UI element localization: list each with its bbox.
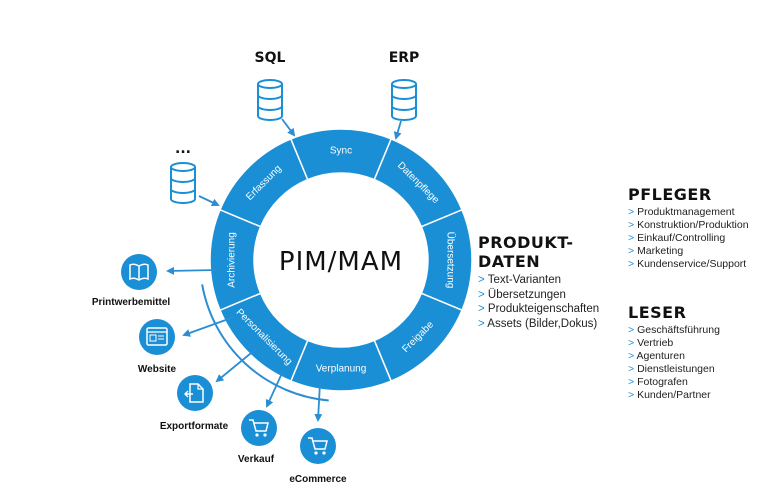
- browser-icon: [139, 319, 175, 355]
- output-label-printwerbemittel: Printwerbemittel: [92, 297, 171, 308]
- more-database-icon: [170, 162, 196, 204]
- process-ring: ErfassungSyncDatenpflegeÜbersetzungFreig…: [209, 128, 473, 392]
- erp-arrow: [393, 120, 402, 140]
- sql-arrow: [281, 118, 296, 137]
- pfleger-panel: PFLEGER > Produktmanagement > Konstrukti…: [628, 185, 749, 271]
- list-item: > Übersetzungen: [478, 288, 566, 301]
- ring-segment-label: Sync: [330, 146, 352, 157]
- list-item: > Geschäftsführung: [628, 324, 720, 336]
- ring-segment-label: Archivierung: [227, 232, 238, 288]
- printwerbemittel-node: Printwerbemittel: [92, 254, 171, 308]
- arrow-exportformate: [215, 348, 257, 383]
- list-item: > Vertrieb: [628, 337, 674, 349]
- output-label-verkauf: Verkauf: [238, 454, 275, 465]
- erp-database-icon: [391, 79, 417, 121]
- cart-icon: [241, 410, 277, 446]
- output-bracket-arc: [201, 284, 329, 402]
- exportformate-node: Exportformate: [160, 375, 229, 432]
- leser-title: LESER: [628, 303, 687, 322]
- cart-icon: [300, 428, 336, 464]
- arrow-verkauf: [265, 370, 284, 408]
- output-label-website: Website: [138, 364, 177, 375]
- ring-segment-label: Verplanung: [316, 364, 367, 375]
- source-label-erp: ERP: [389, 50, 420, 66]
- list-item: > Text-Varianten: [478, 274, 561, 286]
- verkauf-node: Verkauf: [238, 410, 277, 465]
- ring-segment-label: Übersetzung: [444, 232, 456, 289]
- list-item: > Produkteigenschaften: [478, 303, 600, 315]
- arrow-website: [182, 316, 235, 337]
- export-file-icon: [177, 375, 213, 411]
- arrow-ecommerce: [314, 382, 323, 422]
- pfleger-list: > Produktmanagement > Konstruktion/Produ…: [628, 206, 749, 271]
- list-item: > Fotografen: [628, 376, 688, 388]
- arrow-printwerbemittel: [166, 266, 217, 275]
- more-arrow: [198, 195, 220, 207]
- website-node: Website: [138, 319, 177, 375]
- ecommerce-node: eCommerce: [289, 428, 347, 485]
- list-item: > Agenturen: [628, 350, 685, 362]
- list-item: > Produktmanagement: [628, 206, 735, 218]
- produktdaten-list: > Text-Varianten > Übersetzungen > Produ…: [478, 273, 599, 331]
- output-label-exportformate: Exportformate: [160, 421, 229, 432]
- list-item: > Einkauf/Controlling: [628, 232, 726, 244]
- output-label-ecommerce: eCommerce: [289, 474, 347, 485]
- list-item: > Marketing: [628, 245, 684, 257]
- center-title: PIM/MAM: [279, 247, 403, 277]
- list-item: > Dienstleistungen: [628, 363, 715, 375]
- ring-segment-archivierung: [209, 208, 262, 312]
- pfleger-title: PFLEGER: [628, 185, 712, 204]
- leser-list: > Geschäftsführung > Vertrieb > Agenture…: [628, 324, 720, 402]
- produktdaten-title-line1: PRODUKT-: [478, 233, 574, 252]
- list-item: > Assets (Bilder,Dokus): [478, 317, 598, 330]
- list-item: > Kundenservice/Support: [628, 258, 747, 270]
- source-label-sql: SQL: [255, 50, 286, 66]
- leser-panel: LESER > Geschäftsführung > Vertrieb > Ag…: [628, 303, 720, 402]
- list-item: > Kunden/Partner: [628, 389, 711, 401]
- produktdaten-title-line2: DATEN: [478, 252, 541, 271]
- list-item: > Konstruktion/Produktion: [628, 219, 749, 231]
- sql-database-icon: [257, 79, 283, 121]
- source-label-more: ...: [175, 141, 191, 157]
- ring-hole: [255, 174, 427, 346]
- produktdaten-panel: PRODUKT- DATEN > Text-Varianten > Überse…: [478, 233, 599, 331]
